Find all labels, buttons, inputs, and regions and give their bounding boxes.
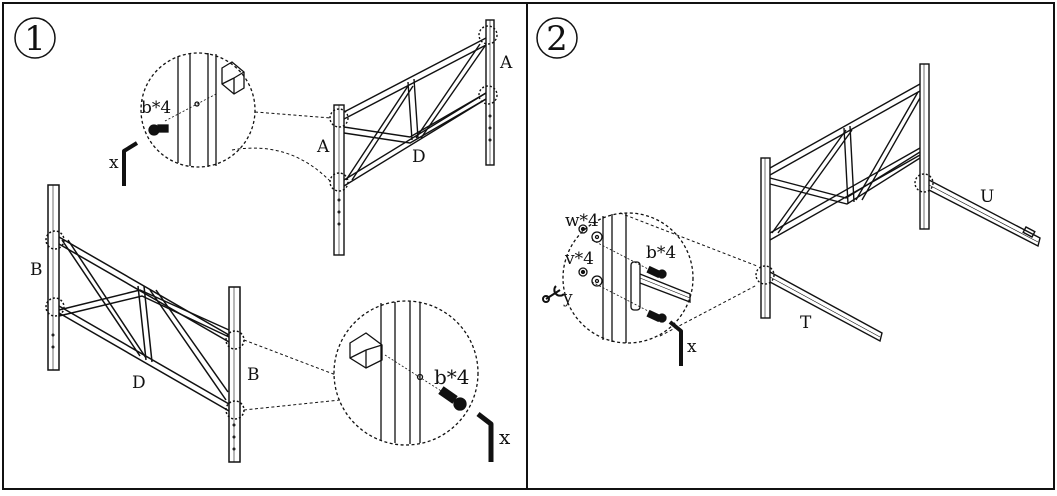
washer-w-icon	[578, 224, 603, 243]
post-right-lower	[228, 286, 241, 463]
step-1-badge: 1	[14, 17, 56, 59]
step-2-badge: 2	[536, 17, 578, 59]
label-allen-key-x: x	[109, 153, 119, 173]
label-allen-key-x-large: x	[499, 425, 511, 449]
washer-v-icon	[578, 267, 603, 287]
allen-key-x-large-icon	[476, 412, 494, 462]
label-hardware-b: b*4	[141, 98, 171, 118]
post-right	[919, 63, 930, 230]
label-allen-key-x-step2: x	[687, 337, 697, 357]
upper-frame-assembly	[329, 19, 498, 256]
label-hardware-b-large: b*4	[434, 365, 470, 389]
label-leg-u: U	[980, 187, 994, 207]
label-crossbar-lower-d: D	[132, 373, 146, 393]
label-washer-w: w*4	[565, 211, 599, 231]
post-left-lower	[47, 184, 60, 371]
label-post-top-a: A	[499, 53, 513, 73]
bolt-b-large-icon	[438, 386, 467, 411]
label-post-mid-a: A	[316, 137, 330, 157]
label-post-left-b: B	[30, 260, 43, 280]
lower-frame-assembly	[45, 184, 245, 463]
label-wrench-y: y	[562, 288, 573, 308]
wrench-y-icon	[542, 285, 565, 303]
label-post-right-b: B	[247, 365, 260, 385]
label-washer-v: v*4	[564, 249, 594, 269]
allen-key-x-step2-icon	[668, 320, 683, 366]
detail-circle-lower	[243, 300, 479, 446]
label-hardware-b-step2: b*4	[646, 243, 676, 263]
step-1-number: 1	[24, 19, 46, 59]
bolt-b-step2-icon	[646, 265, 667, 323]
bolt-b-icon	[148, 124, 169, 136]
allen-key-x-icon	[122, 141, 139, 186]
frame-with-legs	[755, 63, 1041, 343]
step-1-panel: 1	[14, 17, 513, 463]
post-left	[760, 157, 771, 319]
label-crossbar-upper-d: D	[412, 147, 426, 167]
label-leg-t: T	[800, 313, 812, 333]
step-2-number: 2	[546, 19, 568, 59]
detail-circle-upper	[140, 52, 332, 183]
step-2-panel: 2 T U	[536, 17, 1041, 366]
detail-circle-step2	[562, 212, 758, 344]
